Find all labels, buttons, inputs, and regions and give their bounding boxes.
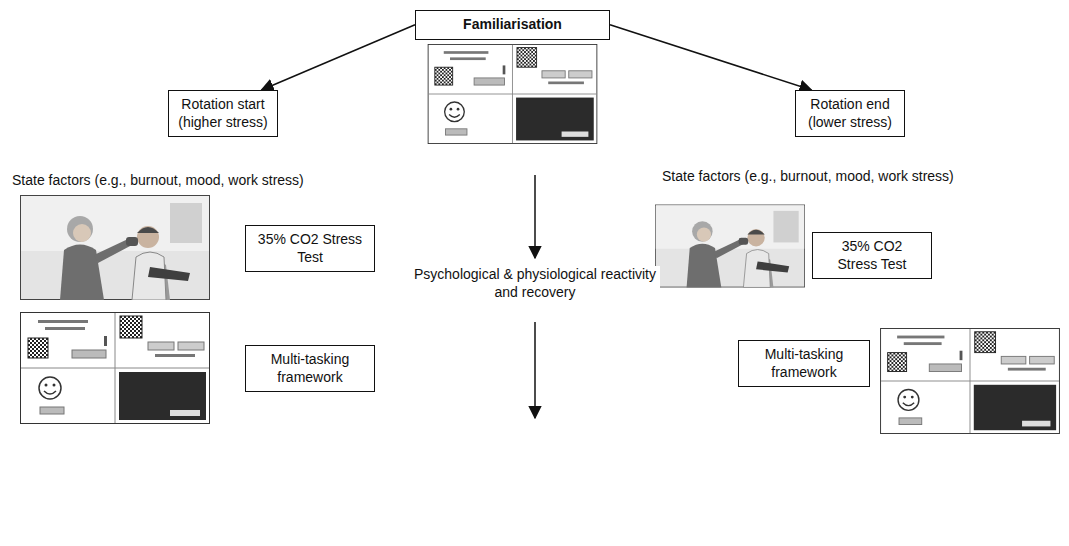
condition-box: Rotation start (higher stress) — [168, 90, 278, 137]
phase-box: Familiarisation — [415, 10, 610, 40]
box-text: Familiarisation — [423, 16, 602, 34]
task-screenshot — [21, 313, 210, 424]
task-box: 35% CO2 Stress Test — [812, 232, 932, 279]
state-factors-label: State factors (e.g., burnout, mood, work… — [12, 172, 392, 190]
flow-arrow — [262, 25, 416, 90]
state-factors-label: State factors (e.g., burnout, mood, work… — [662, 168, 1062, 186]
box-text: 35% CO2 Stress Test — [253, 231, 367, 266]
task-screenshot — [881, 328, 1060, 433]
flow-arrow — [610, 25, 812, 90]
process-label: Psychological & physiological reactivity… — [410, 266, 660, 301]
box-text: 35% CO2 Stress Test — [820, 238, 924, 273]
box-text: Rotation end (lower stress) — [803, 96, 897, 131]
task-box: Multi-tasking framework — [738, 340, 870, 387]
box-text: Multi-tasking framework — [253, 351, 367, 386]
task-box: Multi-tasking framework — [245, 345, 375, 392]
flow-arrow — [534, 175, 536, 258]
condition-box: Rotation end (lower stress) — [795, 90, 905, 137]
task-screenshot — [428, 44, 597, 143]
task-box: 35% CO2 Stress Test — [245, 225, 375, 272]
co2-test-photo — [655, 205, 804, 288]
box-text: Rotation start (higher stress) — [176, 96, 270, 131]
box-text: Multi-tasking framework — [746, 346, 862, 381]
co2-test-photo — [21, 196, 210, 301]
flow-arrow — [534, 322, 536, 418]
